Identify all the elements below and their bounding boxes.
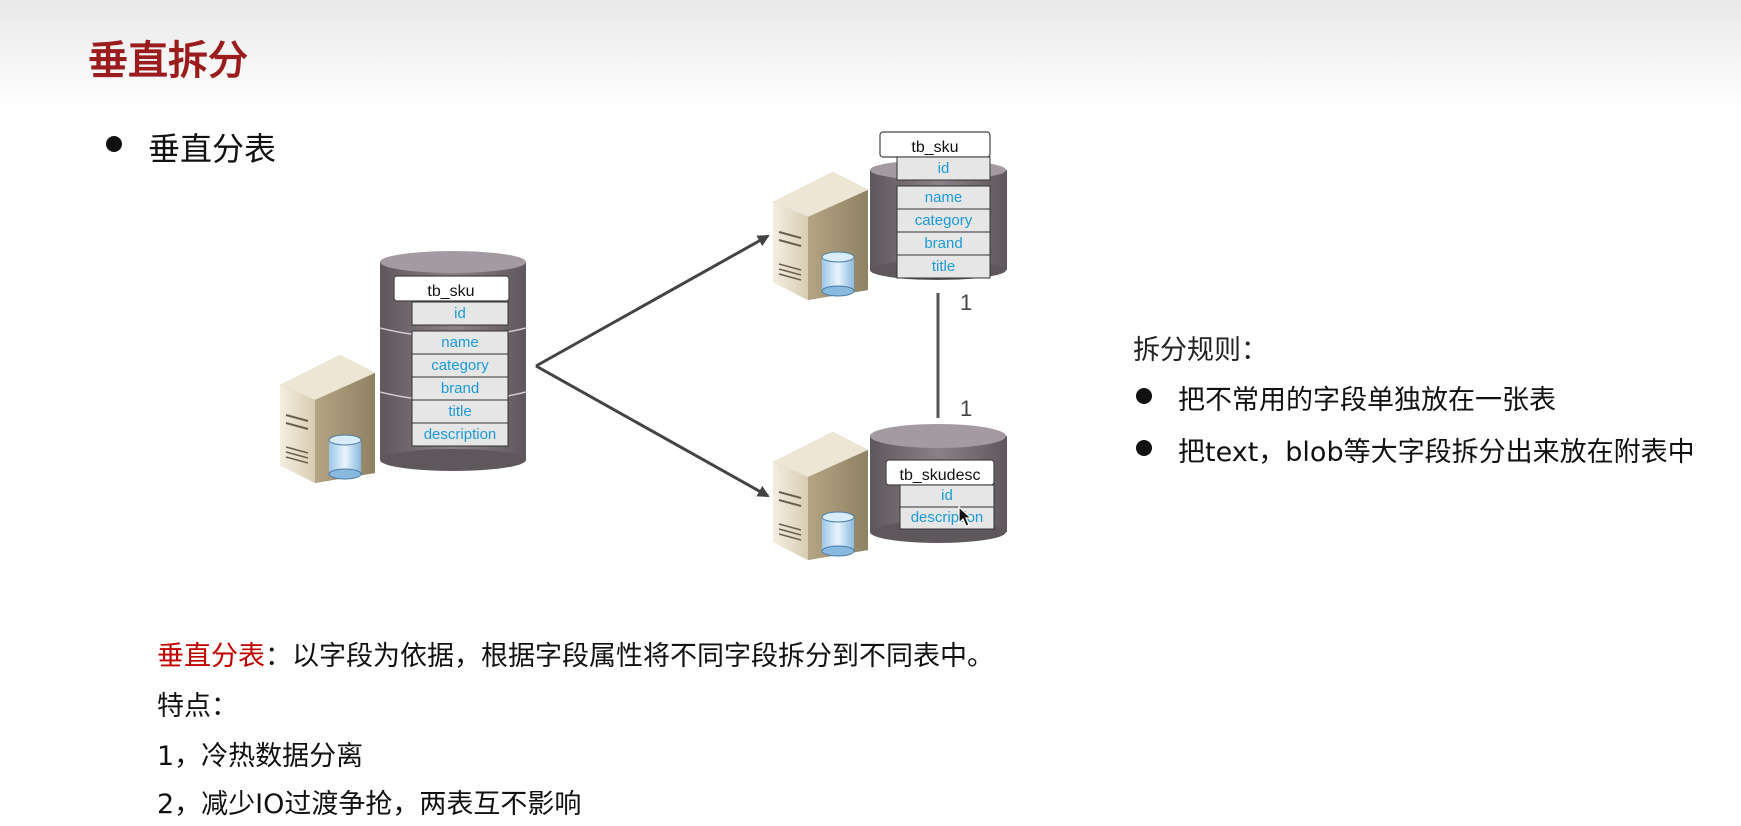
source-field-3: brand (441, 380, 479, 397)
bottom-field-cell (899, 506, 995, 530)
source-field-cell (411, 301, 509, 326)
arrow-to-top (535, 234, 770, 368)
feature-item-1: 1，冷热数据分离 (157, 741, 364, 772)
definition-term: 垂直分表 (157, 641, 265, 672)
source-field-1: name (441, 334, 479, 351)
source-server-icon (280, 355, 375, 483)
rule-bullet-1 (1136, 388, 1152, 404)
source-field-2: category (431, 357, 489, 374)
top-table-name: tb_sku (911, 139, 958, 156)
mouse-cursor-icon (958, 506, 973, 527)
bottom-server-icon (773, 432, 868, 560)
bottom-field-0: id (941, 487, 953, 504)
source-table: tb_sku id name category brand title descripti… (393, 275, 510, 447)
rules-title: 拆分规则： (1133, 335, 1268, 366)
top-table: tb_sku id name category brand title (879, 131, 991, 279)
source-field-5: description (424, 426, 497, 443)
top-field-cell (896, 156, 991, 181)
rule-item-1: 把不常用的字段单独放在一张表 (1178, 385, 1556, 416)
source-field-cell (411, 422, 509, 447)
definition-line: 垂直分表：以字段为依据，根据字段属性将不同字段拆分到不同表中。 (157, 634, 994, 673)
feature-item-2: 2，减少IO过渡争抢，两表互不影响 (157, 789, 582, 820)
bullet-dot (106, 136, 122, 152)
page-title: 垂直拆分 (88, 38, 248, 84)
top-field-1: name (925, 189, 963, 206)
main-bullet-label: 垂直分表 (148, 130, 277, 168)
top-cardinality: 1 (960, 290, 972, 315)
arrow-to-bottom (535, 364, 770, 498)
header-band (0, 0, 1741, 112)
top-field-4: title (932, 258, 955, 275)
bottom-cardinality: 1 (960, 396, 972, 421)
features-label: 特点： (157, 691, 238, 722)
bottom-table-name: tb_skudesc (900, 467, 981, 484)
definition-text: ：以字段为依据，根据字段属性将不同字段拆分到不同表中。 (265, 641, 994, 672)
rule-item-2: 把text，blob等大字段拆分出来放在附表中 (1178, 437, 1695, 468)
top-field-cell (896, 254, 991, 279)
source-field-4: title (448, 403, 471, 420)
source-field-0: id (454, 305, 466, 322)
rule-bullet-2 (1136, 440, 1152, 456)
source-table-name: tb_sku (427, 283, 474, 300)
top-field-0: id (938, 160, 950, 177)
top-field-3: brand (924, 235, 962, 252)
top-field-2: category (915, 212, 973, 229)
top-server-icon (773, 172, 868, 300)
